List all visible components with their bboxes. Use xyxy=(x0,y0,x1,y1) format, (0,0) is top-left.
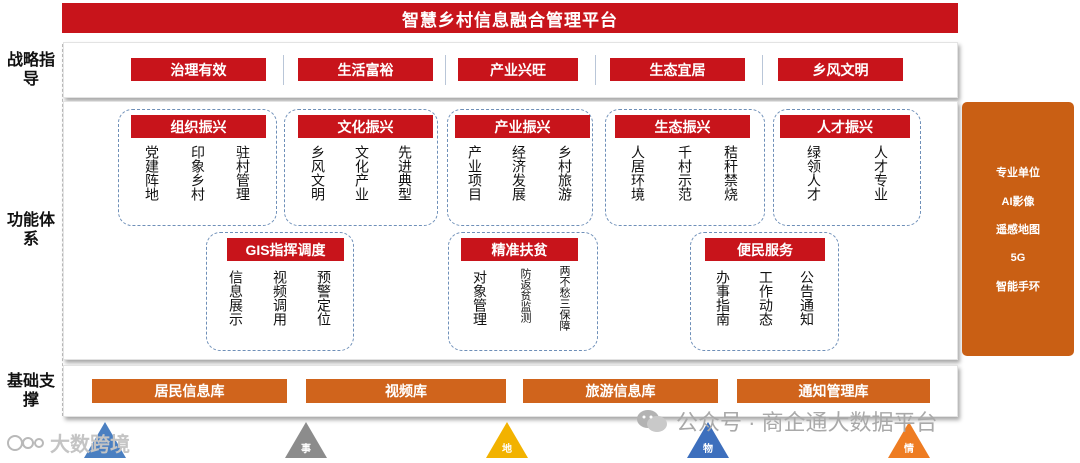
foundation-item: 通知管理库 xyxy=(737,379,930,403)
group-item: 经济发展 xyxy=(511,145,527,201)
group-item: 信息展示 xyxy=(228,270,244,326)
triangle-icon xyxy=(486,422,528,458)
group-item: 人才专业 xyxy=(873,145,889,201)
function-group xyxy=(447,109,593,226)
foundation-item: 视频库 xyxy=(306,379,506,403)
marker-label: 物 xyxy=(703,444,713,455)
function-group xyxy=(448,232,598,351)
group-item: 产业项目 xyxy=(467,145,483,201)
strategy-item: 生活富裕 xyxy=(298,58,433,81)
wechat-icon xyxy=(636,408,668,434)
marker-label: 情 xyxy=(904,444,914,455)
group-title: 文化振兴 xyxy=(298,115,433,138)
group-title: GIS指挥调度 xyxy=(227,238,344,261)
group-item: 对象管理 xyxy=(472,270,488,326)
group-item: 乡风文明 xyxy=(310,145,326,201)
group-item: 文化产业 xyxy=(354,145,370,201)
group-item: 印象乡村 xyxy=(190,145,206,201)
group-item: 绿领人才 xyxy=(806,145,822,201)
function-group xyxy=(773,109,921,226)
function-group xyxy=(206,232,354,351)
side-panel-item: 智能手环 xyxy=(996,281,1040,293)
side-panel-item: 遥感地图 xyxy=(996,224,1040,236)
strategy-separator xyxy=(445,55,446,85)
group-item: 预警定位 xyxy=(316,270,332,326)
group-item: 工作动态 xyxy=(758,270,774,326)
triangle-icon xyxy=(285,422,327,458)
support-tech-panel: 专业单位 AI影像 遥感地图 5G 智能手环 xyxy=(962,102,1074,356)
triangle-icon xyxy=(888,422,930,458)
group-item: 视频调用 xyxy=(272,270,288,326)
marker-label: 事 xyxy=(301,444,311,455)
left-watermark: 大数跨境 xyxy=(6,428,130,457)
strategy-row-label: 战略指导 xyxy=(6,52,55,88)
group-item: 乡村旅游 xyxy=(557,145,573,201)
marker-label: 地 xyxy=(502,444,512,455)
strategy-item: 产业兴旺 xyxy=(458,58,578,81)
group-item: 办事指南 xyxy=(715,270,731,326)
watermark-logo-icon xyxy=(6,432,46,454)
bottom-marker: 物 xyxy=(687,422,729,460)
side-panel-item: AI影像 xyxy=(1001,195,1035,208)
group-item: 党建阵地 xyxy=(144,145,160,201)
function-group xyxy=(118,109,277,226)
bottom-marker xyxy=(84,422,126,460)
group-title: 生态振兴 xyxy=(615,115,750,138)
group-title: 便民服务 xyxy=(705,238,825,261)
function-row-label: 功能体系 xyxy=(6,212,55,248)
strategy-item: 生态宜居 xyxy=(610,58,745,81)
bottom-marker: 情 xyxy=(888,422,930,460)
strategy-separator xyxy=(762,55,763,85)
strategy-separator xyxy=(595,55,596,85)
group-item: 驻村管理 xyxy=(235,145,251,201)
foundation-row-label: 基础支撑 xyxy=(6,373,55,409)
side-panel-item: 专业单位 xyxy=(996,167,1040,179)
watermark-text: 大数跨境 xyxy=(50,434,130,456)
group-item: 先进典型 xyxy=(397,145,413,201)
platform-title: 智慧乡村信息融合管理平台 xyxy=(62,3,958,33)
function-group xyxy=(690,232,839,351)
group-title: 人才振兴 xyxy=(780,115,910,138)
group-item: 防返贫监测 xyxy=(519,268,531,323)
group-item: 两不愁三保障 xyxy=(558,265,570,331)
watermark-text: 公众号 · 商企通大数据平台 xyxy=(676,410,938,435)
group-item: 公告通知 xyxy=(799,270,815,326)
group-item: 秸秆禁烧 xyxy=(723,145,739,201)
bottom-marker: 事 xyxy=(285,422,327,460)
strategy-item: 治理有效 xyxy=(131,58,266,81)
function-group xyxy=(605,109,765,226)
function-row xyxy=(63,101,958,360)
right-watermark: 公众号 · 商企通大数据平台 xyxy=(636,405,938,437)
label-column-divider xyxy=(62,44,63,416)
strategy-item: 乡风文明 xyxy=(778,58,903,81)
function-group xyxy=(284,109,438,226)
side-panel-item: 5G xyxy=(1010,251,1026,264)
triangle-icon xyxy=(84,422,126,458)
triangle-icon xyxy=(687,422,729,458)
strategy-separator xyxy=(283,55,284,85)
foundation-item: 旅游信息库 xyxy=(523,379,718,403)
bottom-marker: 地 xyxy=(486,422,528,460)
group-title: 产业振兴 xyxy=(455,115,590,138)
group-item: 千村示范 xyxy=(677,145,693,201)
group-title: 精准扶贫 xyxy=(461,238,578,261)
group-title: 组织振兴 xyxy=(131,115,266,138)
foundation-item: 居民信息库 xyxy=(92,379,287,403)
group-item: 人居环境 xyxy=(630,145,646,201)
